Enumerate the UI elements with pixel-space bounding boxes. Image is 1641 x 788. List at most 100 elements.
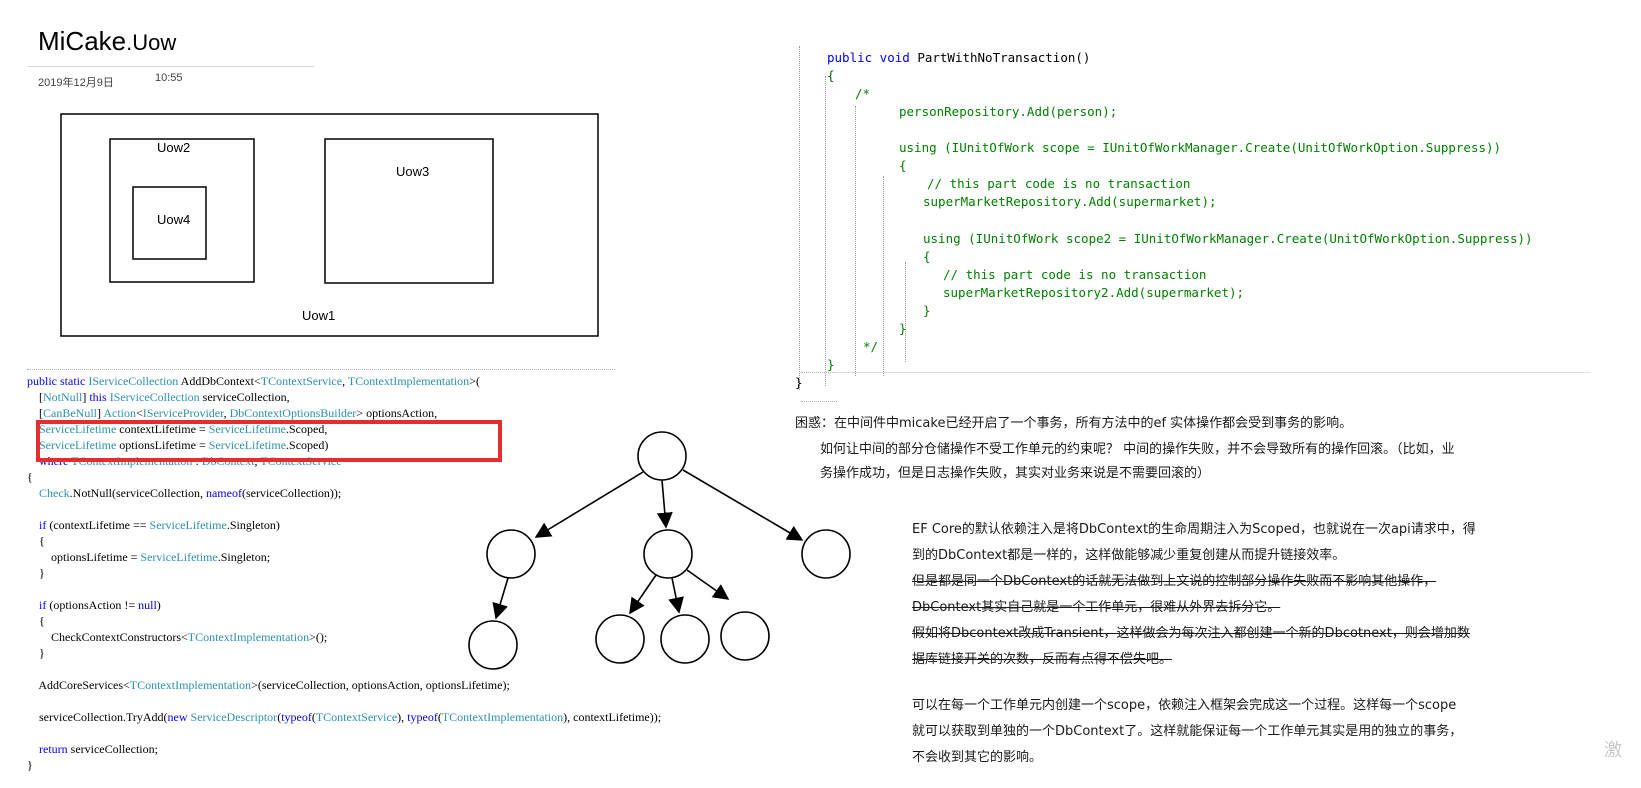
code-line: ServiceLifetime optionsLifetime = Servic…	[39, 438, 329, 452]
note-scope-2: 就可以获取到单独的一个DbContext了。这样就能保证每一个工作单元其实是用的…	[912, 724, 1463, 739]
note-time: 10:55	[155, 72, 183, 84]
code-line: }	[795, 375, 803, 390]
kw-nameof: nameof	[205, 486, 242, 500]
code-line: personRepository.Add(person);	[899, 104, 1118, 119]
code-line: {	[899, 158, 907, 173]
uow2-box	[109, 138, 255, 283]
kw-null: null	[138, 598, 157, 612]
code-top-rule	[27, 369, 615, 370]
tree-edge	[686, 569, 730, 600]
highlight-box	[36, 420, 502, 462]
code-line: CheckContextConstructors<TContextImpleme…	[51, 630, 328, 644]
title-main: MiCake	[38, 26, 127, 56]
code-line: [CanBeNull] Action<IServiceProvider, DbC…	[27, 406, 438, 420]
uow4-label: Uow4	[157, 212, 190, 227]
code-line: }	[923, 303, 931, 318]
note-strike-4: 据库链接开关的次数，反而有点得不偿失吧。	[912, 652, 1173, 667]
kw-public: public static	[27, 374, 86, 388]
code-line: }	[27, 566, 45, 580]
type-iservicecollection: IServiceCollection	[88, 374, 179, 388]
tree-edge	[534, 471, 644, 538]
watermark: 激	[1604, 740, 1622, 761]
title-divider	[28, 66, 314, 67]
tree-node	[468, 620, 518, 670]
type-servicelifetime: ServiceLifetime	[39, 438, 117, 452]
kw-this: this	[89, 390, 107, 404]
note-scope-3: 不会收到其它的影响。	[912, 750, 1043, 765]
type-tcontextimpl: TContextImplementation	[441, 710, 564, 724]
page-title: MiCake.Uow	[38, 26, 176, 57]
tree-edge	[682, 469, 804, 541]
code-line: {	[27, 614, 45, 628]
note-confusion-3: 务操作成功，但是日志操作失败，其实对业务来说是不需要回滚的）	[820, 466, 1211, 481]
kw-new: new	[167, 710, 188, 724]
method-checkctor: CheckContextConstructors	[51, 630, 181, 644]
code-line: // this part code is no transaction	[943, 267, 1207, 282]
type-servicedescriptor: ServiceDescriptor	[190, 710, 278, 724]
type-servicelifetime: ServiceLifetime	[140, 550, 218, 564]
code-line: return serviceCollection;	[39, 742, 158, 756]
dotted-rule	[801, 372, 837, 373]
code-line: */	[863, 339, 879, 354]
code-line: // this part code is no transaction	[927, 176, 1191, 191]
kw-public-void: public void	[827, 50, 910, 65]
code-line: {	[827, 68, 835, 83]
type-tcontextimpl: TContextImplementation	[129, 678, 252, 692]
note-confusion-1: 困惑：在中间件中micake已经开启了一个事务，所有方法中的ef 实体操作都会受…	[795, 416, 1353, 431]
kw-if: if	[39, 598, 47, 612]
code-line: using (IUnitOfWork scope2 = IUnitOfWorkM…	[923, 231, 1533, 246]
indent-guide	[825, 76, 826, 386]
code-line: public void PartWithNoTransaction()	[827, 49, 1090, 67]
kw-typeof: typeof	[281, 710, 312, 724]
type-servicelifetime: ServiceLifetime	[39, 422, 117, 436]
type-iserviceprovider: IServiceProvider	[142, 406, 224, 420]
code-line: if (contextLifetime == ServiceLifetime.S…	[39, 518, 280, 532]
attr-notnull: NotNull	[43, 390, 83, 404]
type-tcontextimpl: TContextImplementation	[347, 374, 470, 388]
kw-return: return	[39, 742, 68, 756]
note-ef-2: 到的DbContext都是一样的，这样做能够减少重复创建从而提升链接效率。	[912, 548, 1346, 563]
type-servicelifetime: ServiceLifetime	[208, 438, 287, 452]
code-line: ServiceLifetime contextLifetime = Servic…	[39, 422, 328, 436]
code-line: /*	[855, 86, 871, 101]
type-servicelifetime: ServiceLifetime	[208, 422, 286, 436]
type-tcontextservice: TContextService	[315, 710, 398, 724]
title-sub: .Uow	[126, 30, 177, 55]
type-tcontextservice: TContextService	[260, 374, 343, 388]
tree-node	[660, 614, 710, 664]
tree-diagram	[468, 431, 851, 670]
dotted-rule	[801, 401, 837, 402]
code-line: }	[899, 321, 907, 336]
uow3-box	[324, 138, 494, 284]
type-tcontextimpl: TContextImplementation	[187, 630, 310, 644]
method-name: AddDbContext<	[180, 374, 261, 388]
code-line: }	[827, 357, 835, 372]
tree-edge	[668, 577, 684, 614]
note-strike-3: 假如将Dbcontext改成Transient，这样做会为每次注入都创建一个新的…	[912, 626, 1470, 641]
tree-node	[486, 529, 536, 579]
tree-node	[595, 614, 645, 664]
type-iservicecollection: IServiceCollection	[109, 390, 200, 404]
kw-typeof: typeof	[407, 710, 438, 724]
tree-edge	[656, 479, 673, 529]
note-strike-1: 但是都是同一个DbContext的话就无法做到上文说的控制部分操作失败而不影响其…	[912, 574, 1437, 589]
tree-edge	[629, 574, 657, 615]
tree-node	[643, 529, 693, 579]
code-line: {	[27, 470, 33, 484]
indent-guide	[905, 262, 906, 362]
indent-guide	[855, 106, 856, 376]
uow4-box	[132, 186, 207, 260]
indent-guide	[799, 46, 800, 390]
code-line: if (optionsAction != null)	[39, 598, 161, 612]
indent-guide	[883, 176, 884, 376]
right-code-block: public void PartWithNoTransaction() { /*…	[795, 46, 1595, 402]
method-partwithnotransaction: PartWithNoTransaction()	[917, 50, 1091, 65]
note-confusion-2: 如何让中间的部分仓储操作不受工作单元的约束呢？ 中间的操作失败，并不会导致所有的…	[820, 442, 1455, 457]
type-check: Check	[39, 486, 70, 500]
code-line: }	[27, 758, 33, 772]
section-rule	[835, 372, 1591, 373]
tree-edge	[492, 577, 509, 620]
code-line: Check.NotNull(serviceCollection, nameof(…	[39, 486, 342, 500]
code-line: {	[27, 534, 45, 548]
